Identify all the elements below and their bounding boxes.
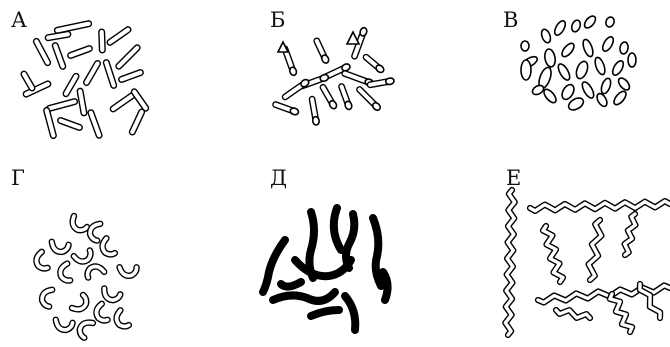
oval-cell-10 [601,35,616,53]
rod-18-fill [113,95,133,109]
vibrio-15 [114,310,132,328]
thick-rods-illustration [225,160,450,347]
panel-v: В [450,0,670,150]
oval-cell-7 [544,48,557,67]
oval-cell-3 [570,19,582,33]
oval-cell-12 [521,60,531,80]
oval-cell-2 [553,19,568,37]
panel-d: Д [225,160,450,347]
spore-5 [319,73,329,82]
spore-2 [359,27,368,37]
oval-cell-16 [593,56,607,76]
oval-cell-14 [556,62,572,82]
vibrio-body-14-fill [79,322,95,339]
oval-cell-17 [611,59,626,77]
filaments-illustration [450,160,670,347]
thick-rod-9 [383,272,388,300]
oval-cell-11 [619,41,629,54]
oval-cell-19 [542,87,558,104]
spore-9 [289,107,299,116]
oval-cell-18 [628,53,636,67]
vibrio-7 [57,263,77,283]
oval-cell-4 [582,14,597,30]
panel-a: А [0,0,225,150]
vibrio-5 [100,238,118,256]
oval-cell-0 [521,41,529,51]
thick-rod-3 [373,218,381,286]
vibrio-11 [72,295,86,309]
ovoid-cells-illustration [450,0,670,150]
spore-12 [344,100,353,110]
oval-cell-23 [616,76,631,92]
thick-rod-8 [345,296,355,330]
vibrio-9 [103,284,121,302]
thick-rod-6 [273,292,335,301]
spore-rods-illustration [225,0,450,150]
vibrio-4 [73,245,92,265]
vibrio-12 [94,303,114,322]
oval-cell-25 [595,92,609,108]
vibrio-illustration [0,160,225,347]
panel-e: Е [450,160,670,347]
rod-7-fill [119,48,137,66]
vibrio-2 [51,235,71,254]
spore-10 [312,116,320,125]
spore-1 [321,54,330,64]
thick-rod-5 [295,260,351,276]
rod-6-fill [110,30,128,43]
vibrio-8 [85,264,104,284]
vibrio-0 [73,216,87,230]
vibrio-10 [39,289,58,309]
thick-rod-1 [334,208,341,250]
spore-tip-1 [347,32,359,44]
spore-7 [385,77,394,85]
vibrio-6 [119,259,139,279]
spore-0 [289,66,298,76]
oval-cell-1 [540,28,552,44]
vibrio-13 [55,313,75,332]
oval-cell-26 [612,89,628,106]
oval-cell-21 [580,80,596,100]
rod-5-fill [102,32,103,50]
oval-cell-22 [600,77,613,95]
rods-illustration [0,0,225,150]
oval-cell-5 [605,16,616,28]
oval-cell-9 [581,38,595,58]
oval-cell-8 [560,41,576,58]
oval-cell-15 [574,60,590,80]
thick-rod-10 [281,282,301,287]
vibrio-14 [79,322,95,339]
thick-rod-7 [311,310,339,316]
vibrio-3 [34,251,54,270]
panel-g: Г [0,160,225,347]
panel-b: Б [225,0,450,150]
